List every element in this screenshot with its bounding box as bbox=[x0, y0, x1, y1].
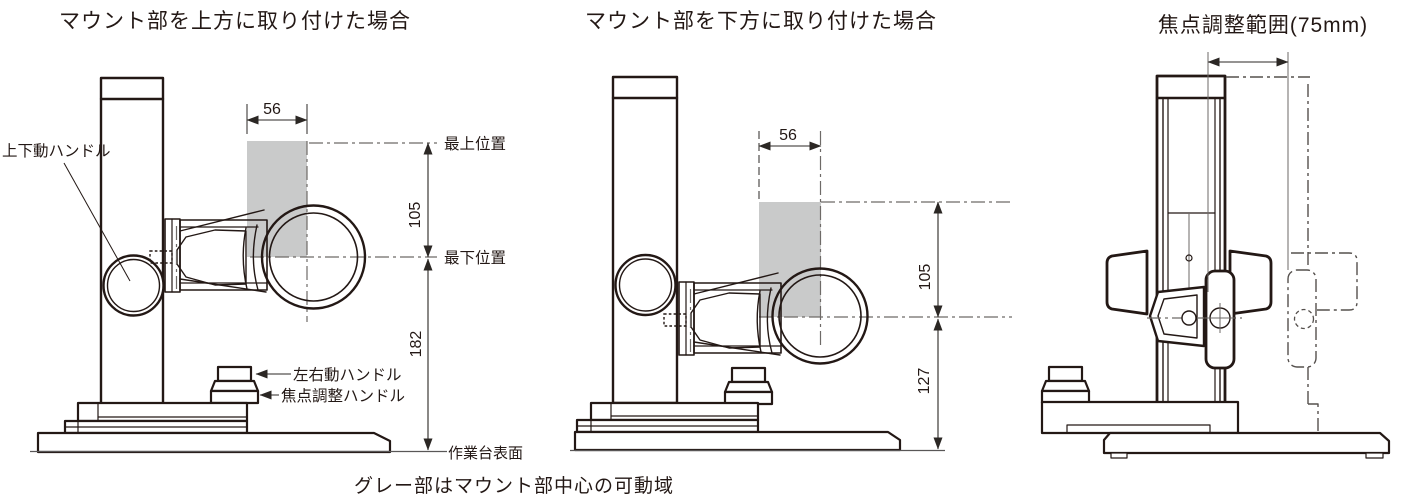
base bbox=[36, 401, 392, 454]
dim-56-label: 56 bbox=[263, 101, 281, 118]
focus-handle-label: 焦点調整ハンドル bbox=[281, 387, 405, 405]
lens-ring-outer bbox=[260, 204, 367, 310]
updown-handle-left bbox=[1105, 249, 1149, 316]
handle-knob-stack bbox=[1040, 365, 1091, 405]
focus-range-title: 焦点調整範囲(75mm) bbox=[1158, 14, 1368, 37]
base bbox=[573, 401, 902, 452]
lens-ring-inner bbox=[778, 274, 862, 358]
updown-handle-label: 上下動ハンドル bbox=[2, 142, 111, 160]
mount-center-mark bbox=[1181, 310, 1197, 326]
lens-ring-outer bbox=[771, 267, 869, 365]
bottom-position-label: 最下位置 bbox=[444, 249, 506, 267]
phantom-mount-position bbox=[1226, 76, 1358, 431]
lens-ring-inner bbox=[268, 212, 359, 302]
gray-zone-caption: グレー部はマウント部中心の可動域 bbox=[354, 475, 674, 497]
diagram-mount-down-title: マウント部を下方に取り付けた場合 bbox=[585, 10, 937, 33]
adjust-screw bbox=[1185, 254, 1193, 262]
column bbox=[611, 75, 679, 405]
updown-handle-right bbox=[1228, 249, 1273, 316]
updown-handle-knob bbox=[102, 254, 165, 317]
handle-knob-stack bbox=[209, 365, 260, 405]
dim-182-label: 182 bbox=[408, 331, 425, 358]
mount-block-inner bbox=[1157, 294, 1198, 339]
work-surface-label: 作業台表面 bbox=[448, 445, 523, 462]
movable-range-zone bbox=[247, 141, 307, 257]
dim-105-label: 105 bbox=[917, 264, 934, 291]
updown-handle-knob-inner bbox=[106, 258, 161, 313]
handle-knob-stack bbox=[723, 366, 774, 406]
updown-handle-knob-inner bbox=[618, 258, 673, 312]
diagram-focus-range: 焦点調整範囲(75mm) bbox=[1040, 14, 1391, 459]
dim-56-label: 56 bbox=[779, 127, 797, 144]
dim-105-label: 105 bbox=[407, 202, 424, 229]
base bbox=[1040, 400, 1391, 459]
diagram-mount-down: マウント部を下方に取り付けた場合 56 105 bbox=[570, 10, 1012, 452]
column bbox=[99, 76, 165, 407]
top-position-label: 最上位置 bbox=[444, 135, 506, 153]
dim-127-label: 127 bbox=[916, 368, 933, 395]
diagram-mount-up: マウント部を上方に取り付けた場合 bbox=[2, 10, 523, 462]
updown-handle-knob bbox=[614, 253, 677, 317]
lr-handle-label: 左右動ハンドル bbox=[293, 366, 402, 384]
updown-handle-leader bbox=[63, 162, 131, 282]
diagram-mount-up-title: マウント部を上方に取り付けた場合 bbox=[59, 10, 411, 33]
